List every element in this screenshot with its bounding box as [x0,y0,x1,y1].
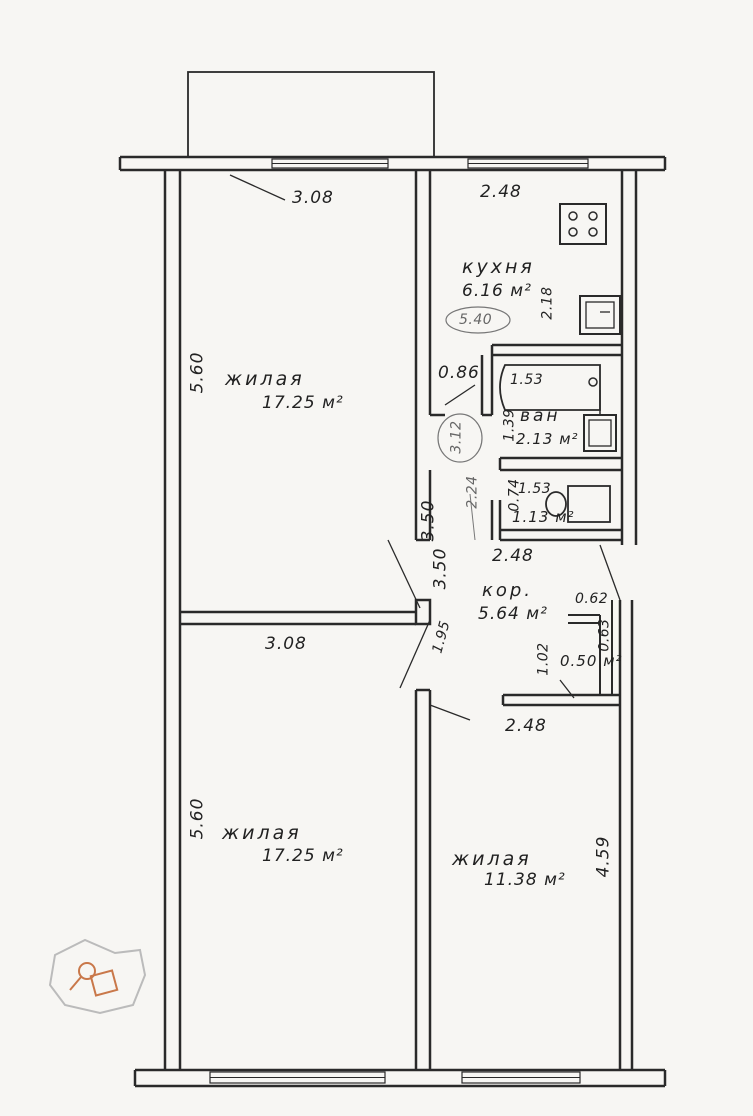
room-bath-area: 2.13 м² [516,430,579,448]
room-living-bottom-name: жилая [222,822,302,844]
dim-corridor-width: 2.48 [492,546,534,566]
dim-wc-width: 1.53 [518,481,552,497]
dim-left-top-height: 5.60 [187,351,208,394]
dim-kitchen-height: 2.18 [539,286,556,320]
dim-left-bottom-height: 5.60 [187,797,208,840]
room-wc-area: 1.13 м² [512,508,575,526]
dim-right-room-height: 4.59 [593,835,614,878]
dim-bath-height: 1.39 [501,408,518,442]
dim-mid-right-width: 2.48 [505,716,547,736]
logo [48,938,147,1015]
room-bath-name: ван [520,406,561,426]
room-kitchen-name: кухня [462,256,535,278]
dim-door-gap: 0.86 [438,363,480,383]
bath-note: 2.24 [464,475,481,509]
room-corridor-area: 5.64 м² [478,604,548,624]
balcony [187,71,435,158]
bathtub-icon [499,364,601,411]
room-closet-area: 0.50 м² [560,652,623,670]
room-living-right-area: 11.38 м² [484,870,566,890]
dim-closet-w: 0.62 [575,591,609,607]
dim-hall-mid: 3.50 [430,547,451,590]
dim-wc-height: 0.74 [506,478,523,512]
dim-closet-h: 0.63 [596,618,613,652]
kitchen-note-circle [445,306,511,334]
dim-top-left-width: 3.08 [292,188,334,208]
room-living-bottom-area: 17.25 м² [262,846,344,866]
kitchen-sink-icon [579,295,621,335]
room-kitchen-area: 6.16 м² [462,281,532,301]
dim-bath-width: 1.53 [510,372,544,388]
dim-hall-left: 3.50 [418,499,439,542]
stove-icon [559,203,607,245]
toilet-icon [567,485,611,523]
dim-mid-width: 3.08 [265,634,307,654]
bath-sink-icon [583,414,617,452]
room-living-top-name: жилая [225,368,305,390]
dim-top-right-width: 2.48 [480,182,522,202]
bath-circle-note: 3.12 [448,420,465,454]
dim-corridor-small: 1.02 [535,642,552,676]
room-living-top-area: 17.25 м² [262,393,344,413]
room-living-right-name: жилая [452,848,532,870]
kitchen-note: 5.40 [459,312,493,328]
room-corridor-name: кор. [482,580,534,601]
